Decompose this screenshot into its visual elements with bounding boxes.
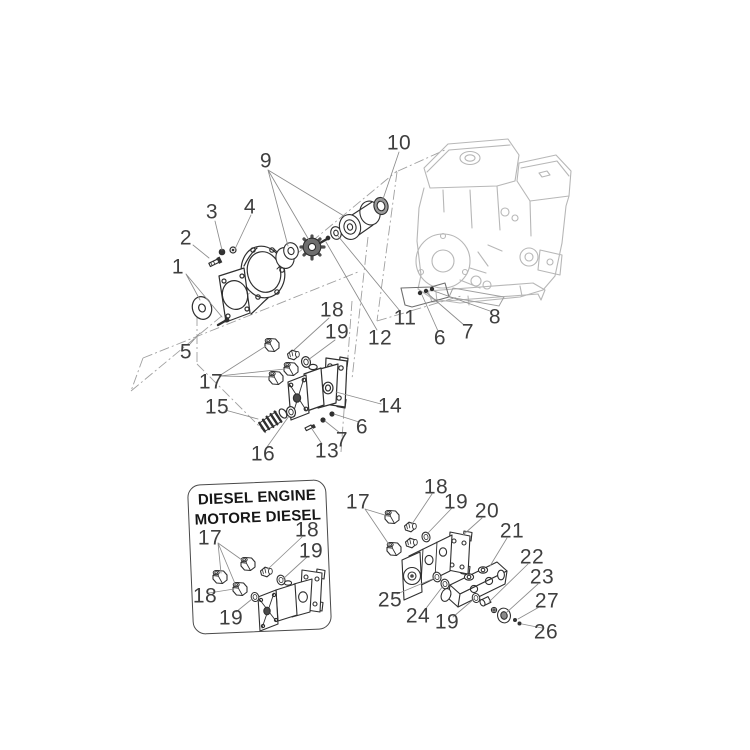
washer-small <box>490 606 498 614</box>
bolt-dot <box>329 411 335 417</box>
screw-part27 <box>513 618 517 622</box>
callout-15: 15 <box>204 395 230 419</box>
ring-part10 <box>373 196 389 216</box>
callout-19: 19 <box>218 606 244 630</box>
bolt-dot <box>429 286 435 292</box>
flex-coupling-parts <box>273 196 389 270</box>
elbow-fitting-17 <box>268 370 284 386</box>
callout-26: 26 <box>533 620 559 644</box>
bell-housing <box>218 245 286 323</box>
engine-valve-cover <box>516 154 572 202</box>
pump-body <box>275 578 313 622</box>
adapter-fitting-18 <box>404 537 418 549</box>
pump-front-plate <box>257 589 279 632</box>
callout-3: 3 <box>205 200 219 224</box>
threaded-plug-part15 <box>258 408 288 433</box>
callout-23: 23 <box>529 565 555 589</box>
leader-lines <box>185 151 543 629</box>
callout-6: 6 <box>433 326 447 350</box>
elbow-fitting-17 <box>264 337 280 353</box>
engine-mount-bracket <box>400 282 505 308</box>
callout-6: 6 <box>355 415 369 439</box>
bolt-dot <box>320 417 326 423</box>
bolt-dot <box>423 288 429 294</box>
washer-part1 <box>191 296 213 320</box>
pump-body <box>303 363 339 412</box>
callout-25: 25 <box>377 588 403 612</box>
callout-24: 24 <box>405 604 431 628</box>
callout-17: 17 <box>197 526 223 550</box>
callout-19: 19 <box>443 490 469 514</box>
coupling-bolt <box>318 235 331 245</box>
callout-20: 20 <box>474 499 500 523</box>
adapter-fitting-18 <box>403 521 417 533</box>
coupling-spider <box>299 234 326 261</box>
callout-19: 19 <box>324 320 350 344</box>
bolt-dot <box>417 290 423 296</box>
valve-part22 <box>479 596 492 607</box>
coupling-half-engine-side <box>273 242 299 270</box>
o-ring-19 <box>420 530 432 544</box>
callout-2: 2 <box>179 226 193 250</box>
engine-crankcase <box>415 185 570 304</box>
callout-12: 12 <box>367 326 393 350</box>
callout-13: 13 <box>314 439 340 463</box>
callout-9: 9 <box>259 149 273 173</box>
callout-18: 18 <box>319 298 345 322</box>
callout-19: 19 <box>434 610 460 634</box>
manifold-part21 <box>440 561 508 608</box>
callout-5: 5 <box>179 340 193 364</box>
callout-8: 8 <box>488 305 502 329</box>
adapter-fitting-18 <box>286 349 300 361</box>
tandem-pump-assembly <box>384 509 522 626</box>
callout-10: 10 <box>386 131 412 155</box>
elbow-fitting-17 <box>283 361 299 377</box>
engine-illustration <box>415 138 572 306</box>
bell-housing-assembly <box>191 245 286 327</box>
callout-17: 17 <box>198 370 224 394</box>
callout-22: 22 <box>519 545 545 569</box>
bolt-part13 <box>304 424 316 432</box>
tandem-front-plate <box>401 551 423 601</box>
housing-bolt <box>216 317 230 327</box>
callout-21: 21 <box>499 519 525 543</box>
callout-17: 17 <box>345 490 371 514</box>
callout-16: 16 <box>250 442 276 466</box>
engine-fuel-tank <box>423 138 520 189</box>
callout-1: 1 <box>171 255 185 279</box>
callout-7: 7 <box>461 320 475 344</box>
callout-18: 18 <box>423 475 449 499</box>
nut-part4 <box>229 246 237 254</box>
callout-18: 18 <box>192 584 218 608</box>
callout-7: 7 <box>335 428 349 452</box>
callout-14: 14 <box>377 394 403 418</box>
nut-part26 <box>517 621 522 626</box>
callout-27: 27 <box>534 589 560 613</box>
flange-bolt-part2 <box>208 256 223 268</box>
callout-11: 11 <box>393 306 417 330</box>
gear-pump-assembly <box>258 337 349 433</box>
callout-19: 19 <box>298 539 324 563</box>
callout-18: 18 <box>294 518 320 542</box>
diesel-pump-assembly <box>212 556 326 632</box>
callout-4: 4 <box>243 195 257 219</box>
elbow-fitting-17 <box>384 509 400 525</box>
